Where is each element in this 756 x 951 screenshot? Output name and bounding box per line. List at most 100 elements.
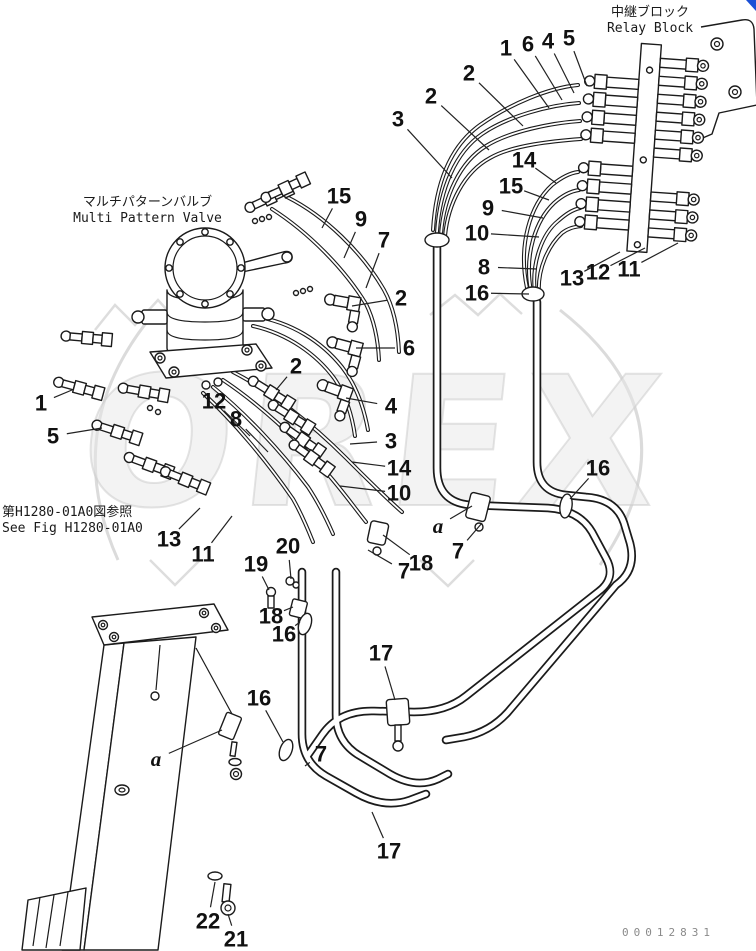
callout-a: a (433, 514, 444, 538)
callout-4: 4 (385, 394, 398, 419)
pipe-clamp-ring (278, 738, 294, 762)
callout-6: 6 (522, 32, 534, 57)
callout-2: 2 (395, 286, 407, 311)
leader-line (584, 251, 621, 272)
callout-1: 1 (500, 36, 512, 61)
callout-11: 11 (191, 542, 214, 567)
leader-line (440, 105, 490, 151)
callout-3: 3 (385, 429, 397, 454)
callout-17: 17 (377, 839, 401, 864)
callout-16: 16 (247, 686, 271, 711)
callout-7: 7 (452, 539, 464, 564)
leader-line (407, 128, 453, 179)
callout-9: 9 (482, 196, 494, 221)
frame-post (21, 603, 233, 951)
see-fig-label: 第H1280-01A0図参照 See Fig H1280-01A0 (2, 505, 143, 536)
leader-line (351, 461, 386, 467)
callout-15: 15 (327, 184, 351, 209)
leader-line (227, 913, 233, 926)
callout-8: 8 (230, 407, 242, 432)
leader-line (523, 190, 550, 201)
pipe-clamp (465, 491, 491, 523)
mount-plate (217, 711, 243, 741)
callout-17: 17 (369, 641, 393, 666)
callout-1: 1 (35, 391, 47, 416)
leader-line (553, 53, 575, 94)
leader-line (66, 427, 103, 435)
callout-7: 7 (398, 559, 410, 584)
callout-6: 6 (403, 336, 415, 361)
callout-21: 21 (224, 927, 248, 951)
callout-10: 10 (387, 481, 411, 506)
callout-4: 4 (542, 29, 555, 54)
callout-13: 13 (560, 266, 584, 291)
leader-line (569, 477, 590, 500)
leader-line (261, 576, 270, 591)
callout-2: 2 (463, 61, 475, 86)
callout-18: 18 (259, 604, 283, 629)
leader-line (501, 209, 544, 219)
relay-block-label-en: Relay Block (606, 20, 694, 36)
leader-line (349, 441, 378, 445)
relay-bracket-plate (697, 19, 756, 141)
leader-line (265, 710, 284, 743)
leader-line (365, 252, 380, 289)
corner-mark (746, 0, 756, 11)
leader-line (535, 167, 557, 184)
leader-line (245, 428, 269, 453)
callout-22: 22 (196, 909, 220, 934)
callout-20: 20 (276, 534, 300, 559)
valve-label-jp: マルチパターンバルブ (82, 195, 213, 210)
leader-line (478, 82, 524, 127)
callout-8: 8 (478, 255, 490, 280)
leader-line (211, 515, 233, 544)
leader-line (610, 247, 646, 267)
callout-16: 16 (465, 281, 489, 306)
callout-5: 5 (563, 26, 575, 51)
callout-14: 14 (512, 148, 537, 173)
callout-3: 3 (392, 107, 404, 132)
valve-base-plate (149, 343, 273, 379)
callout-16: 16 (586, 456, 610, 481)
valve-label: マルチパターンバルブ Multi Pattern Valve (55, 195, 240, 226)
leader-line (384, 666, 396, 701)
leader-line (288, 559, 292, 580)
callout-16: 16 (272, 622, 296, 647)
callout-19: 19 (244, 552, 268, 577)
leader-line (449, 505, 473, 520)
leader-line (283, 606, 294, 612)
leader-line (573, 50, 588, 87)
washer (207, 871, 223, 881)
leader-line (513, 59, 550, 109)
callout-7: 7 (378, 228, 390, 253)
leader-line (304, 761, 311, 767)
relay-block-label: 中継ブロック Relay Block (575, 5, 725, 36)
callout-14: 14 (387, 456, 412, 481)
frame-flange (91, 603, 229, 646)
callout-5: 5 (47, 424, 59, 449)
callout-a: a (151, 747, 162, 771)
leader-line (178, 507, 201, 530)
leader-line (466, 522, 483, 541)
callout-12: 12 (202, 389, 226, 414)
leader-line (321, 208, 333, 229)
callout-12: 12 (586, 260, 610, 285)
callout-13: 13 (157, 527, 181, 552)
leader-line (168, 729, 223, 754)
pipe-clamp (366, 520, 390, 546)
leader-line (490, 233, 540, 238)
multi-pattern-valve (131, 227, 293, 390)
leader-line (382, 534, 411, 556)
leader-line (343, 231, 356, 259)
leader-line (275, 376, 288, 391)
leader-line (490, 292, 530, 295)
callout-2: 2 (425, 84, 437, 109)
callout-2: 2 (290, 354, 302, 379)
callout-9: 9 (355, 207, 367, 232)
drawing-number: 00012831 (622, 926, 715, 939)
relay-block (573, 19, 756, 254)
leader-line (367, 549, 393, 565)
leader-line (223, 410, 251, 437)
see-fig-label-jp: 第H1280-01A0図参照 (2, 505, 133, 520)
